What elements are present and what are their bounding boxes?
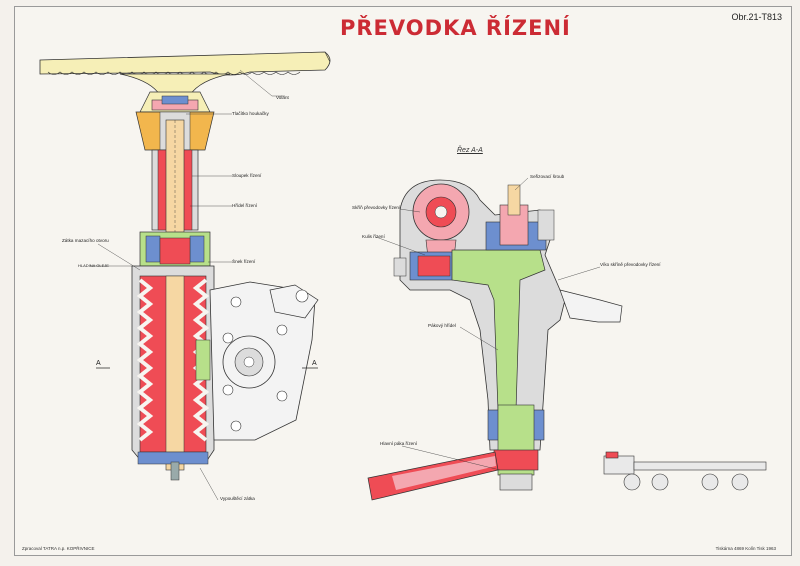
section-marker-right: A — [312, 360, 317, 367]
section-housing — [393, 179, 623, 491]
footer-right: Tiskárna 4869 Kolín Tisk 1963 — [715, 546, 776, 551]
drop-arm — [367, 451, 499, 501]
page-title: PŘEVODKA ŘÍZENÍ — [340, 16, 571, 40]
side-cover — [195, 281, 319, 441]
label-hlavni-paka: Hlavní páka řízení — [380, 441, 418, 446]
label-pakovy: Pákový hřídel — [428, 323, 456, 328]
steering-wheel — [39, 51, 331, 96]
label-kulis: Kulis řízení — [362, 234, 385, 239]
label-vika: Víko skříně převodovky řízení — [600, 262, 661, 267]
section-label: Řez A-A — [457, 147, 483, 154]
label-vypousteci: Vypouštěcí zátka — [220, 496, 255, 501]
section-marker-left: A — [96, 360, 101, 367]
label-snek: Šnek řízení — [232, 259, 256, 264]
gearbox-housing — [131, 265, 215, 481]
label-hladina: HLADINA OLEJE — [78, 263, 109, 268]
label-hridel: Hřídel řízení — [232, 203, 258, 208]
label-skrin: Skříň převodovky řízení — [352, 205, 401, 210]
label-volant: Volant — [276, 95, 289, 100]
footer-left: Zpracoval TATRA n.p. KOPŘIVNICE — [22, 546, 95, 551]
upper-bearing — [139, 231, 211, 267]
label-zatka: Zátka mazacího otvoru — [62, 238, 109, 243]
label-tlacitko: Tlačítko houkačky — [232, 111, 269, 116]
truck-silhouette — [603, 451, 767, 491]
wheel-hub — [135, 91, 215, 151]
label-sloupek: Sloupek řízení — [232, 173, 262, 178]
figure-ref: Obr.21-T813 — [731, 12, 782, 22]
label-serizovaci: Seřizovací šroub — [530, 174, 565, 179]
